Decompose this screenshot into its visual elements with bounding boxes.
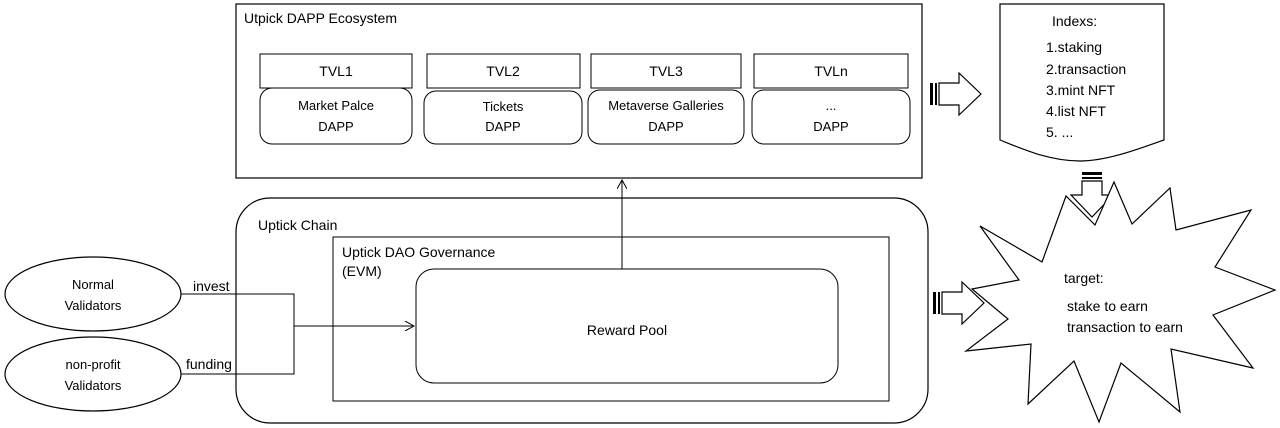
target-line2: transaction to earn — [1067, 319, 1183, 335]
target-line1: stake to earn — [1067, 298, 1148, 314]
invest-label: invest — [193, 278, 230, 294]
reward-pool-box: Reward Pool — [415, 268, 839, 384]
index-item: 2.transaction — [1046, 61, 1126, 77]
validators-bracket-line — [181, 293, 295, 375]
index-item: 4.list NFT — [1046, 103, 1106, 119]
nonprofit-validators-line2: Validators — [65, 378, 122, 393]
nonprofit-validators-node: non-profit Validators — [4, 336, 182, 412]
validator-connectors: invest funding — [181, 278, 414, 375]
dapp-type: DAPP — [813, 119, 848, 134]
reward-pool-label: Reward Pool — [587, 322, 667, 338]
dapp-name: Metaverse Galleries — [608, 98, 724, 113]
tvl-label: TVL1 — [319, 63, 353, 79]
index-item: 1.staking — [1046, 39, 1102, 55]
tvl-label: TVL2 — [486, 63, 520, 79]
starburst-shape — [963, 180, 1277, 424]
indexes-title: Indexs: — [1052, 13, 1097, 29]
target-starburst: target: stake to earn transaction to ear… — [963, 180, 1277, 424]
target-title: target: — [1064, 270, 1104, 286]
tvl-label: TVL3 — [649, 63, 683, 79]
block-arrow-to-indexes — [930, 71, 982, 117]
dapp-type: DAPP — [318, 119, 353, 134]
index-item: 5. ... — [1046, 124, 1073, 140]
dapp-card-n: TVLn ... DAPP — [751, 53, 911, 145]
index-item: 3.mint NFT — [1046, 82, 1116, 98]
dapp-name: Tickets — [483, 99, 524, 114]
ecosystem-title: Utpick DAPP Ecosystem — [244, 10, 397, 26]
governance-title: Uptick DAO Governance — [342, 244, 495, 260]
dapp-type: DAPP — [485, 119, 520, 134]
dapp-name: ... — [826, 98, 837, 113]
nonprofit-validators-line1: non-profit — [66, 357, 121, 372]
governance-subtitle: (EVM) — [342, 263, 382, 279]
chain-title: Uptick Chain — [258, 217, 337, 233]
normal-validators-line1: Normal — [72, 277, 114, 292]
normal-validators-node: Normal Validators — [4, 256, 182, 332]
tvl-label: TVLn — [814, 63, 847, 79]
dapp-type: DAPP — [648, 119, 683, 134]
normal-validators-line2: Validators — [65, 298, 122, 313]
dapp-card-market-place: TVL1 Market Palce DAPP — [259, 53, 413, 145]
block-arrow-to-target-down — [1069, 172, 1115, 218]
funding-label: funding — [186, 356, 232, 372]
indexes-document: Indexs: 1.staking 2.transaction 3.mint N… — [999, 3, 1165, 162]
uptick-chain-box: Uptick Chain Uptick DAO Governance (EVM)… — [235, 197, 929, 424]
dapp-card-metaverse-galleries: TVL3 Metaverse Galleries DAPP — [587, 53, 745, 145]
ecosystem-box: Utpick DAPP Ecosystem TVL1 Market Palce … — [235, 3, 923, 179]
dapp-card-tickets: TVL2 Tickets DAPP — [423, 53, 583, 145]
dapp-name: Market Palce — [298, 98, 374, 113]
block-arrow-to-target — [933, 280, 985, 326]
